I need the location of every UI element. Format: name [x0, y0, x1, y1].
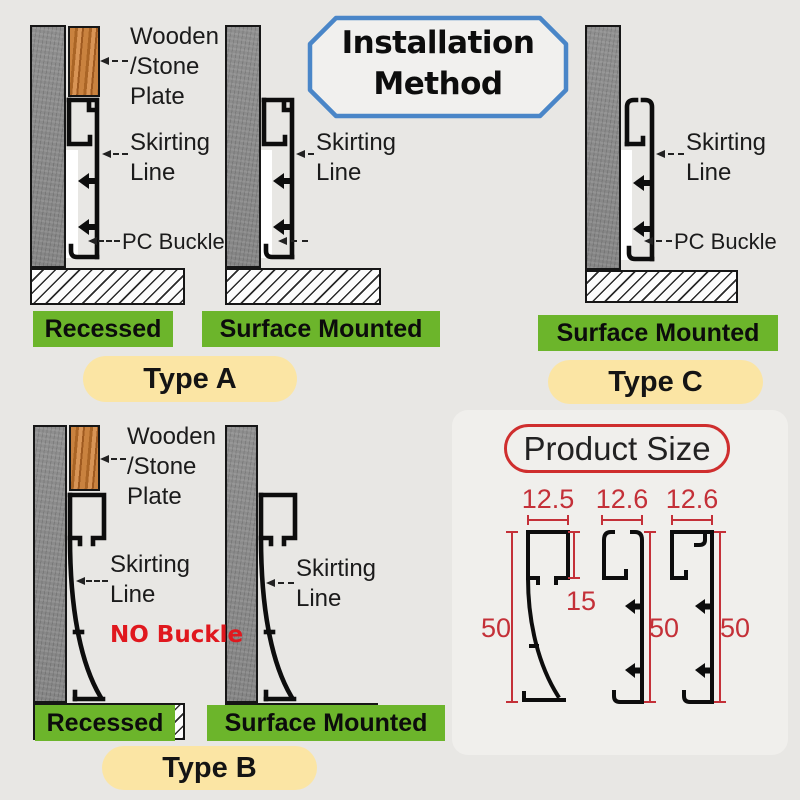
skirting-label-line2: Line [316, 159, 362, 186]
floor-section [30, 268, 185, 305]
skirting-label-line1: Skirting [296, 555, 377, 582]
pc-buckle-label: PC Buckle [122, 229, 225, 254]
wall-section [585, 25, 621, 270]
wall-section [225, 425, 258, 703]
surface-mounted-tag: Surface Mounted [207, 705, 445, 741]
skirting-profile [624, 97, 655, 262]
wooden-plate-label: Wooden /Stone Plate [130, 22, 219, 112]
wooden-label-line2: /Stone [127, 453, 197, 480]
recessed-tag: Recessed [35, 705, 175, 741]
pc-buckle-strip [66, 150, 78, 258]
surface-mounted-tag: Surface Mounted [538, 315, 778, 351]
skirting-label-line1: Skirting [686, 129, 767, 156]
type-a-surface-diagram [225, 25, 385, 308]
dim-width-3: 12.6 [666, 484, 719, 514]
pc-buckle-strip [261, 150, 272, 258]
dashed-arrow-icon [100, 455, 126, 463]
floor-section [585, 270, 738, 303]
product-size-title: Product Size [504, 424, 730, 473]
wooden-label-line3: Plate [130, 83, 185, 110]
skirting-label-line1: Skirting [130, 129, 211, 156]
skirting-line-label: Skirting Line [130, 128, 210, 188]
wooden-label-line3: Plate [127, 483, 182, 510]
wooden-label-line2: /Stone [130, 53, 200, 80]
installation-method-badge: Installation Method [307, 15, 569, 119]
wall-section [225, 25, 261, 268]
floor-section [225, 268, 381, 305]
dashed-arrow-icon [88, 237, 120, 245]
skirting-profile [67, 492, 107, 702]
dashed-arrow-icon [656, 150, 684, 158]
wooden-label-line1: Wooden [130, 23, 219, 50]
badge-title-line1: Installation [341, 25, 535, 61]
badge-octagon [307, 15, 569, 119]
skirting-profile [261, 97, 295, 260]
dashed-arrow-icon [296, 150, 314, 158]
dashed-arrow-icon [266, 579, 294, 587]
wooden-plate-label: Wooden /Stone Plate [127, 422, 216, 512]
dashed-arrow-icon [102, 150, 128, 158]
wall-section [30, 25, 66, 268]
dashed-arrow-icon [100, 57, 128, 65]
recessed-tag: Recessed [33, 311, 173, 347]
pc-buckle-label: PC Buckle [674, 229, 777, 254]
skirting-label-line1: Skirting [316, 129, 397, 156]
badge-title-line2: Method [373, 66, 503, 102]
wooden-label-line1: Wooden [127, 423, 216, 450]
dim-top-height-1: 15 [566, 586, 596, 616]
wall-section [33, 425, 67, 703]
dashed-arrow-icon [76, 577, 108, 585]
skirting-line-label: Skirting Line [110, 550, 190, 610]
skirting-label-line2: Line [686, 159, 732, 186]
dashed-arrow-icon [278, 237, 308, 245]
skirting-profile [258, 492, 298, 702]
skirting-label-line2: Line [110, 581, 156, 608]
skirting-line-label: Skirting Line [296, 554, 376, 614]
dim-width-1: 12.5 [522, 484, 575, 514]
skirting-label-line2: Line [130, 159, 176, 186]
no-buckle-label: NO Buckle [110, 622, 244, 648]
skirting-line-label: Skirting Line [686, 128, 766, 188]
surface-mounted-tag: Surface Mounted [202, 311, 440, 347]
dim-width-2: 12.6 [596, 484, 649, 514]
skirting-profile [66, 97, 100, 260]
type-a-pill: Type A [83, 356, 297, 402]
dim-height-2: 50 [649, 613, 679, 643]
type-c-pill: Type C [548, 360, 763, 404]
product-size-drawing: 12.5 12.6 12.6 15 50 50 50 [481, 484, 750, 704]
type-b-pill: Type B [102, 746, 317, 790]
pc-buckle-strip [621, 150, 632, 260]
type-a-recessed-diagram [30, 25, 190, 308]
dim-height-3: 50 [720, 613, 750, 643]
badge-title: Installation Method [308, 23, 568, 105]
wooden-stone-plate [69, 425, 100, 491]
dashed-arrow-icon [644, 237, 672, 245]
wooden-stone-plate [68, 26, 100, 97]
type-c-surface-diagram [585, 25, 745, 308]
dim-height-1: 50 [481, 613, 511, 643]
skirting-line-label: Skirting Line [316, 128, 396, 188]
skirting-label-line2: Line [296, 585, 342, 612]
skirting-label-line1: Skirting [110, 551, 191, 578]
